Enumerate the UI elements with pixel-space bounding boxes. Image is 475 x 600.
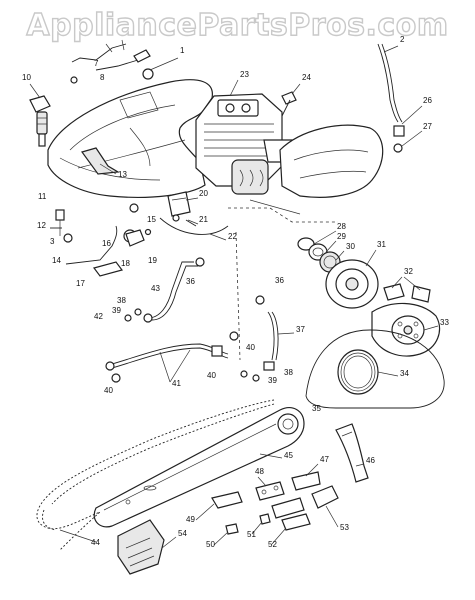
part-number-label: 2 (400, 35, 405, 44)
part-number-label: 12 (37, 221, 46, 230)
part-number-label: 15 (147, 215, 156, 224)
oil-line-37 (263, 311, 279, 371)
part-number-label: 13 (118, 170, 127, 179)
sprocket-cover-54 (117, 519, 165, 575)
part-number-label: 33 (440, 318, 449, 327)
part-number-label: 21 (199, 215, 208, 224)
part-number-label: 11 (38, 192, 47, 201)
throttle-linkage (70, 39, 154, 84)
part-number-label: 26 (423, 96, 432, 105)
leader-lines (29, 45, 439, 549)
part-number-label: 14 (52, 256, 61, 265)
part-number-label: 18 (121, 259, 130, 268)
part-number-label: 40 (207, 371, 216, 380)
part-number-label: 3 (50, 237, 55, 246)
part-number-label: 27 (423, 122, 432, 131)
throttle-rod-14 (65, 203, 152, 277)
watermark-text: AppliancePartsPros.com (26, 7, 449, 43)
saw-chain-44 (36, 399, 275, 551)
part-number-label: 38 (117, 296, 126, 305)
part-number-label: 7 (94, 59, 99, 68)
part-number-label: 52 (268, 540, 277, 549)
part-number-label: 40 (246, 343, 255, 352)
part-number-label: 37 (296, 325, 305, 334)
part-number-label: 54 (178, 529, 187, 538)
part-number-label: 51 (247, 530, 256, 539)
part-number-label: 38 (284, 368, 293, 377)
oil-line-41 (105, 343, 229, 371)
part-number-label: 45 (284, 451, 293, 460)
part-number-label: 32 (404, 267, 413, 276)
part-number-label: 1 (180, 46, 185, 55)
part-number-label: 36 (275, 276, 284, 285)
part-number-label: 49 (186, 515, 195, 524)
fuel-line-26 (377, 43, 405, 153)
part-number-label: 39 (268, 376, 277, 385)
engine-shroud (228, 124, 384, 223)
bolt-24 (281, 91, 297, 117)
part-number-label: 20 (199, 189, 208, 198)
part-number-label: 41 (172, 379, 181, 388)
part-number-label: 10 (22, 73, 31, 82)
part-number-label: 48 (255, 467, 264, 476)
part-number-label: 31 (377, 240, 386, 249)
part-number-label: 50 (206, 540, 215, 549)
part-number-label: 23 (240, 70, 249, 79)
part-number-label: 35 (312, 404, 321, 413)
part-number-label: 28 (337, 222, 346, 231)
spring-group-11-12 (50, 209, 73, 243)
clutch-assembly (297, 237, 445, 409)
part-number-label: 24 (302, 73, 311, 82)
part-number-label: 29 (337, 232, 346, 241)
part-number-label: 40 (104, 386, 113, 395)
part-number-label: 39 (112, 306, 121, 315)
chain-guard-46 (335, 423, 369, 483)
part-number-label: 42 (94, 312, 103, 321)
part-number-label: 8 (100, 73, 105, 82)
rear-handle-housing (47, 79, 213, 198)
carburetor-20 (159, 191, 229, 235)
oil-line-43 (143, 257, 205, 323)
part-number-label: 17 (76, 279, 85, 288)
part-number-label: 22 (228, 232, 237, 241)
part-number-label: 53 (340, 523, 349, 532)
primer-part-10 (29, 95, 51, 147)
guide-bar-45 (93, 407, 305, 528)
part-number-label: 30 (346, 242, 355, 251)
part-number-label: 36 (186, 277, 195, 286)
part-number-label: 44 (91, 538, 100, 547)
part-number-label: 47 (320, 455, 329, 464)
part-number-label: 16 (102, 239, 111, 248)
bar-plates-47-53 (211, 471, 339, 535)
part-number-label: 19 (148, 256, 157, 265)
part-number-label: 46 (366, 456, 375, 465)
engine-cylinder-assembly (195, 93, 301, 195)
part-number-label: 43 (151, 284, 160, 293)
part-number-label: 34 (400, 369, 409, 378)
small-fittings (111, 231, 265, 383)
